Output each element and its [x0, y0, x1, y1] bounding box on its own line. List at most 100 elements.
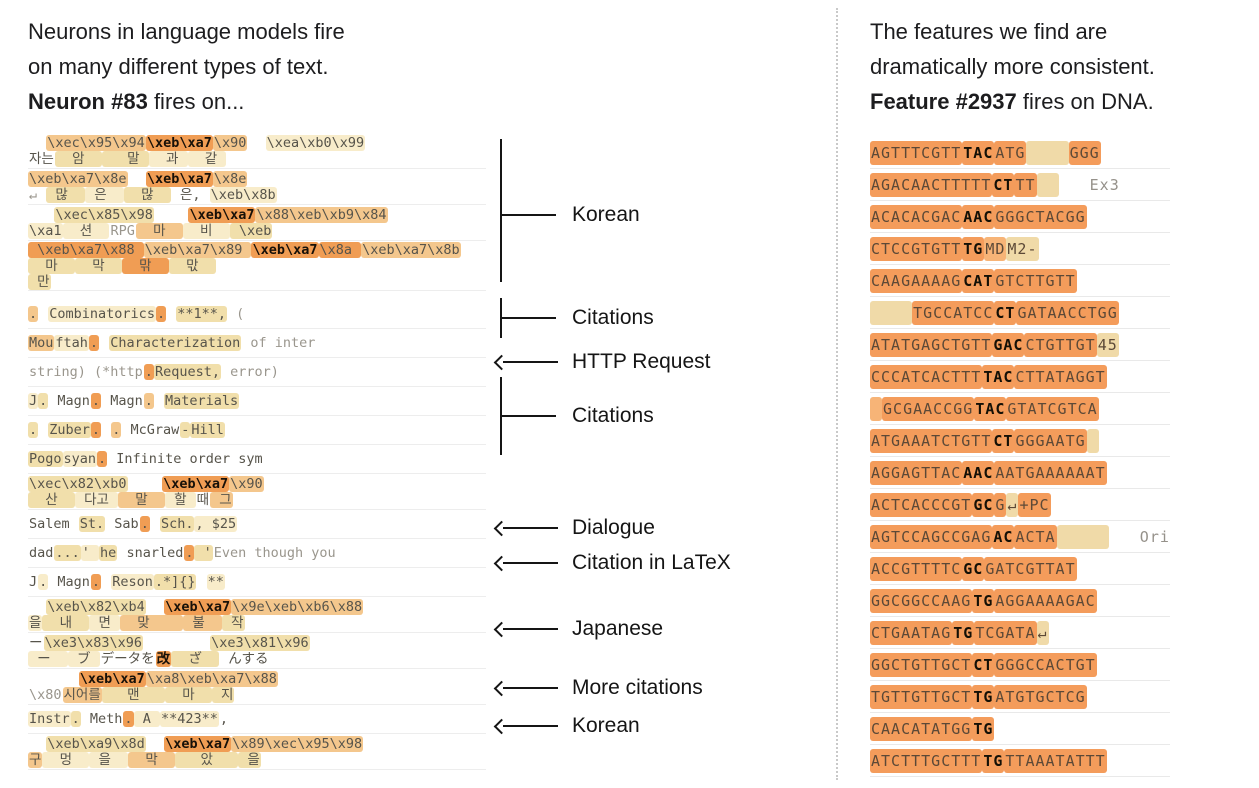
token: CTGTTGT — [1024, 332, 1097, 357]
token: CAACATATGG — [870, 716, 973, 741]
token: . — [38, 393, 49, 409]
token — [166, 306, 176, 322]
token: Magn — [49, 574, 90, 590]
token: \x8e — [212, 170, 248, 187]
annotation-label: Citations — [572, 404, 654, 427]
token: of inter — [242, 335, 316, 351]
token: TGCCATCC — [912, 300, 995, 325]
token: GGGCTACGG — [994, 204, 1087, 229]
left-heading-neuron-id: Neuron #83 — [28, 89, 148, 114]
token: M2- — [1006, 236, 1039, 261]
token: \xe3\x83\x96 — [43, 634, 144, 651]
token: **423** — [159, 711, 219, 727]
token — [247, 135, 265, 151]
token: 할 — [164, 491, 196, 508]
token: A — [133, 711, 160, 727]
left-heading-line2: on many different types of text. — [28, 54, 329, 79]
annotation-arrow-head — [493, 354, 510, 371]
token: 맞 — [120, 614, 184, 631]
annotation-arrow-head — [493, 718, 510, 735]
text-line: \xa1 션 RPG 마 비 \xeb — [28, 222, 486, 239]
token: AGTCCAGCCGAG — [870, 524, 993, 549]
token: ACCGTTTTC — [870, 556, 963, 581]
token: \x8a — [318, 241, 362, 258]
token: TG — [952, 620, 975, 645]
token: GAC — [992, 332, 1025, 357]
text-line: \xec\x85\x98 \xeb\xa7\x88\xeb\xb9\x84 — [28, 206, 486, 223]
token: ブ — [67, 650, 100, 667]
token: 을 — [238, 751, 261, 768]
left-heading-rest: fires on... — [147, 89, 245, 114]
token: GTCTTGTT — [994, 268, 1077, 293]
token: GGCTGTTGCT — [870, 652, 973, 677]
token: 멍 — [42, 751, 90, 768]
token: AATGAAAAAAT — [994, 460, 1107, 485]
text-line: \xeb\xa7\x8e \xeb\xa7\x8e — [28, 170, 486, 187]
token: 을 — [89, 751, 129, 768]
token: CT — [992, 428, 1015, 453]
text-line: J. Magn. Magn. Materials — [28, 393, 486, 409]
token: **1**, — [176, 306, 228, 322]
token: ↵ — [29, 186, 46, 203]
token: ー — [28, 650, 68, 667]
token: 45 — [1096, 332, 1119, 357]
text-line: ー ブ データを改 ざ んする — [28, 650, 486, 667]
token: 작 — [222, 614, 245, 631]
token: TG — [972, 588, 995, 613]
token: TG — [962, 236, 985, 261]
token: 자는 — [29, 150, 54, 167]
token: \xeb\xa7\x8e — [28, 170, 128, 187]
token: GC — [962, 556, 985, 581]
token: ACTCACCCGT — [870, 492, 973, 517]
token: CT — [992, 172, 1015, 197]
token: 맨 — [101, 686, 165, 703]
text-line: \xec\x82\xb0 \xeb\xa7\x90 — [28, 475, 486, 492]
text-line: 자는 암 말 과 같 — [28, 150, 486, 167]
token: Infinite order sym — [108, 451, 263, 467]
token — [99, 335, 109, 351]
token: ( — [228, 306, 245, 322]
token: GGCGGCCAAG — [870, 588, 973, 613]
token — [870, 396, 883, 421]
text-line: . Zuber. . McGraw-Hill — [28, 422, 486, 438]
token: CT — [994, 300, 1017, 325]
token: \xeb\xa7 — [78, 670, 146, 687]
token: .*]{} — [153, 574, 197, 590]
token: ATGTGCTCG — [994, 684, 1087, 709]
token: ↵ — [1036, 620, 1049, 645]
token: TGTTGTTGCT — [870, 684, 973, 709]
token: J — [28, 393, 39, 409]
text-line: dad...' he snarled. 'Even though you — [28, 545, 486, 561]
token: ↵ — [1006, 492, 1019, 517]
token: 시어를 — [62, 686, 102, 703]
token: 면 — [89, 614, 121, 631]
token: GTATCGTCA — [1006, 396, 1099, 421]
token: . — [143, 364, 154, 380]
token: \xeb\xa7 — [188, 206, 256, 223]
token: 막 — [128, 751, 176, 768]
token: 을 — [28, 614, 43, 631]
token: AGGAAAAGAC — [994, 588, 1097, 613]
token: \xeb\xa7 — [164, 735, 232, 752]
token: Hill — [190, 422, 225, 438]
token: Ex3 — [1059, 175, 1120, 194]
text-row: J. Magn. Magn. Materials — [28, 387, 486, 416]
token: Pogo — [28, 451, 63, 467]
token: ... — [54, 545, 81, 561]
token: 은 — [85, 186, 124, 203]
token: \xa8\xeb\xa7\x88 — [145, 670, 278, 687]
token — [28, 671, 79, 687]
left-heading: Neurons in language models fire on many … — [28, 14, 345, 119]
token — [1026, 140, 1069, 165]
text-line: 만 — [28, 273, 486, 290]
token — [38, 422, 48, 438]
token: Combinatorics — [48, 306, 156, 322]
left-heading-line1: Neurons in language models fire — [28, 19, 345, 44]
token — [28, 135, 46, 151]
token: . — [143, 393, 154, 409]
